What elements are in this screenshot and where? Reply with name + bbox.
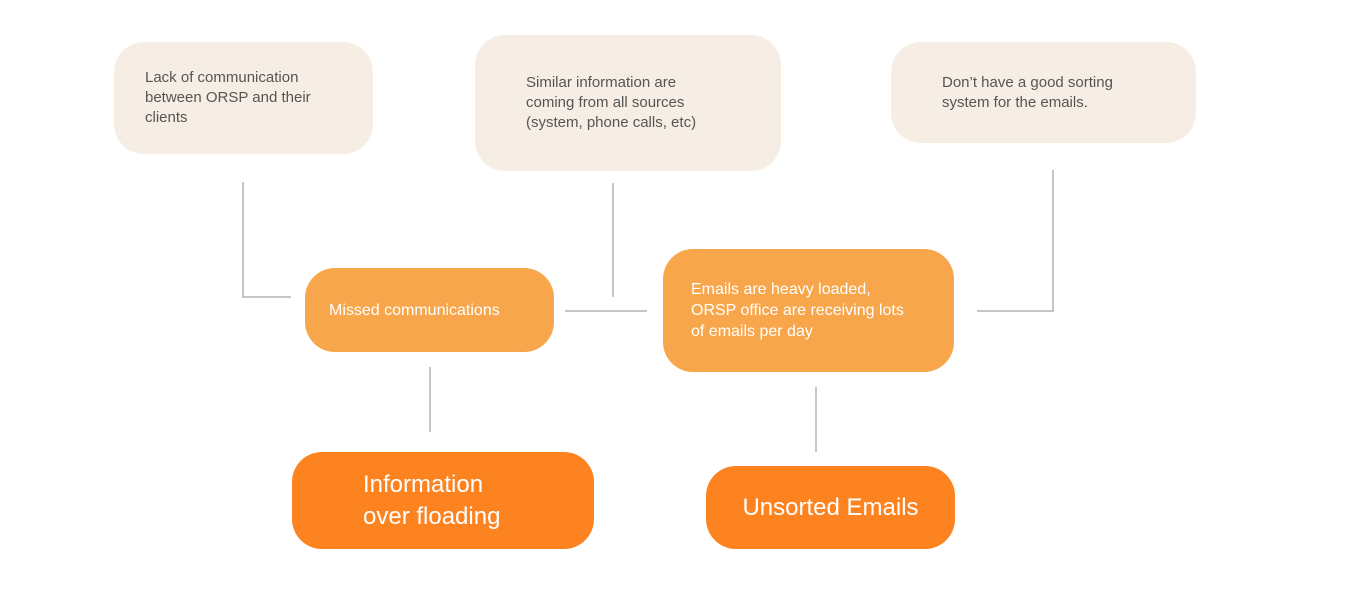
mid-box-text: Missed communications: [329, 301, 500, 319]
cause-box-no-sorting-system: Don’t have a good sorting system for the…: [891, 42, 1196, 143]
connector-cause1-to-missed: [242, 182, 291, 298]
outcome-box-information-overloading: Information over floading: [292, 452, 594, 549]
outcome-box-text: Unsorted Emails: [742, 493, 919, 521]
cause-box-text: Similar information are coming from all …: [526, 74, 697, 131]
mid-box-text: Emails are heavy loaded, ORSP office are…: [691, 281, 904, 340]
cause-box-text: Lack of communication between ORSP and t…: [145, 69, 311, 126]
mid-box-missed-communications: Missed communications: [305, 268, 554, 352]
cause-box-lack-of-communication: Lack of communication between ORSP and t…: [114, 42, 373, 154]
outcome-box-unsorted-emails: Unsorted Emails: [706, 466, 955, 549]
outcome-box-text: Information over floading: [363, 470, 501, 530]
cause-box-text: Don’t have a good sorting system for the…: [942, 73, 1113, 111]
connector-cause3-to-emails: [977, 170, 1054, 312]
cause-box-similar-information: Similar information are coming from all …: [475, 35, 781, 171]
mid-box-emails-heavy-loaded: Emails are heavy loaded, ORSP office are…: [663, 249, 954, 372]
